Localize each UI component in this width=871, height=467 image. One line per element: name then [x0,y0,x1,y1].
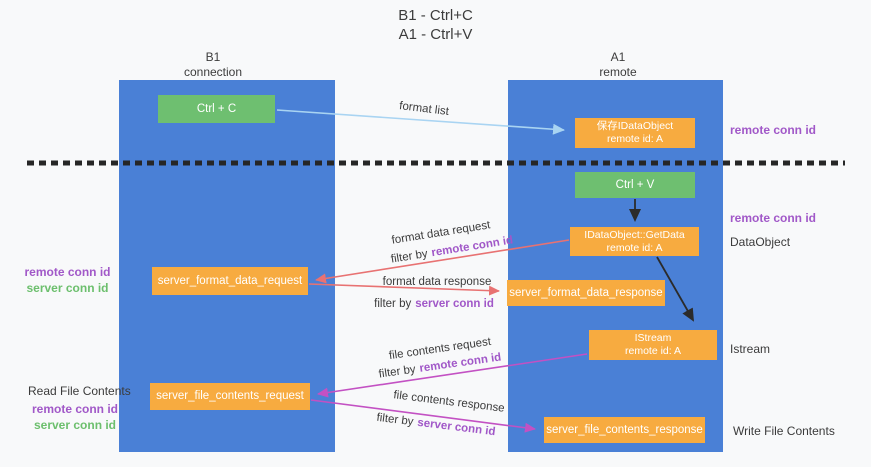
filter-prefix: filter by [378,363,417,381]
lifeline-b1-name: B1 [205,50,221,64]
istream-line2: remote id: A [624,345,682,357]
ctrl-v-label: Ctrl + V [615,178,655,191]
ctrl-c-label: Ctrl + C [196,102,237,115]
save-idataobject-line1: 保存IDataObject [596,120,674,132]
istream-line1: IStream [634,332,672,344]
save-idataobject-line2: remote id: A [606,133,664,145]
left-remote-conn-id-label-2: remote conn id [31,402,118,416]
server-format-data-response-box: server_format_data_response [507,280,665,306]
file-contents-response-label: file contents response [392,389,506,415]
getdata-line1: IDataObject::GetData [584,228,685,241]
format-data-response-label: format data response [382,276,492,288]
server-file-contents-response-box: server_file_contents_response [544,417,705,443]
filter-prefix: filter by [374,298,412,310]
left-server-conn-id-label-1: server conn id [26,281,109,295]
idataobject-getdata-box: IDataObject::GetData remote id: A [570,227,699,256]
server-format-data-request-label: server_format_data_request [157,274,303,287]
server-conn-id-key: server conn id [415,298,494,310]
title-line-2: A1 - Ctrl+V [398,26,473,43]
istream-side-label: Istream [730,342,771,356]
server-file-contents-response-label: server_file_contents_response [546,423,703,436]
left-remote-conn-id-label-1: remote conn id [24,265,111,279]
server-format-data-response-label: server_format_data_response [509,286,663,299]
diagram-title: B1 - Ctrl+C A1 - Ctrl+V [0,6,871,44]
server-file-contents-request-label: server_file_contents_request [156,390,304,402]
save-idataobject-box: 保存IDataObject remote id: A [575,118,695,148]
read-file-contents-label: Read File Contents [28,384,131,398]
right-remote-conn-id-label-1: remote conn id [730,123,817,137]
left-server-conn-id-label-2: server conn id [33,418,117,432]
filter-prefix: filter by [390,247,429,266]
lifeline-a1-role: remote [599,65,637,79]
getdata-line2: remote id: A [606,241,663,254]
left-conn-id-group-1: remote conn id server conn id [20,264,115,296]
istream-box: IStream remote id: A [589,330,717,360]
write-file-contents-label: Write File Contents [733,424,835,438]
filter-prefix: filter by [375,411,415,429]
dataobject-label: DataObject [730,235,791,249]
lifeline-b1-role: connection [183,65,243,79]
format-list-label: format list [398,100,450,118]
ctrl-v-action-box: Ctrl + V [575,172,695,198]
server-conn-id-key: server conn id [416,416,497,439]
server-file-contents-request-box: server_file_contents_request [150,383,310,410]
server-format-data-request-box: server_format_data_request [152,267,308,295]
lifeline-header-a1: A1 remote [538,50,698,80]
left-conn-id-group-2: remote conn id server conn id [25,401,125,433]
right-remote-conn-id-label-2: remote conn id [730,211,817,225]
title-line-1: B1 - Ctrl+C [398,7,473,24]
lifeline-header-b1: B1 connection [133,50,293,80]
ctrl-c-action-box: Ctrl + C [158,95,275,123]
lifeline-a1-name: A1 [610,50,626,64]
